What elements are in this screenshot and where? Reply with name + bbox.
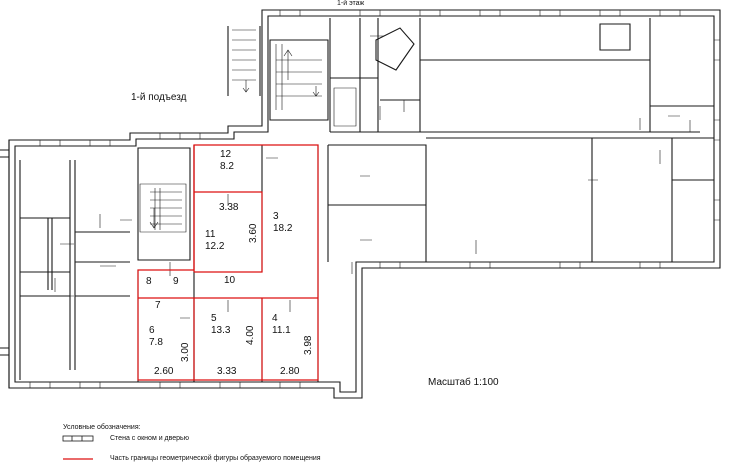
dimension-label: 3.98 <box>303 335 314 355</box>
stair-arrows <box>149 49 320 229</box>
room-number: 11 <box>205 229 216 240</box>
room-number: 10 <box>224 275 236 286</box>
dimension-label: 3.33 <box>217 366 237 377</box>
door-marks <box>54 35 691 319</box>
legend-title: Условные обозначения: <box>63 424 141 431</box>
dimension-label: 3.60 <box>248 223 259 243</box>
window-marks <box>29 10 720 388</box>
legend-item-label: Стена с окном и дверью <box>110 435 189 442</box>
room-area: 13.3 <box>211 325 231 336</box>
room-number: 5 <box>211 313 217 324</box>
room-area: 12.2 <box>205 241 225 252</box>
room-area: 11.1 <box>272 325 291 336</box>
legend-item-label: Часть границы геометрической фигуры обра… <box>110 455 321 462</box>
room-area: 18.2 <box>273 223 293 234</box>
outer-walls <box>0 9 721 399</box>
room-number: 4 <box>272 313 278 324</box>
entrance-label: 1-й подъезд <box>131 92 187 103</box>
room-number: 9 <box>173 276 179 287</box>
room-number: 7 <box>155 300 161 311</box>
room-number: 6 <box>149 325 155 336</box>
dimension-label: 2.60 <box>154 366 174 377</box>
scale-label: Масштаб 1:100 <box>428 377 499 388</box>
room-area: 8.2 <box>220 161 234 172</box>
dimension-label: 3.38 <box>219 202 239 213</box>
dimension-label: 4.00 <box>245 325 256 345</box>
dimension-label: 3.00 <box>180 342 191 362</box>
dimension-label: 2.80 <box>280 366 300 377</box>
room-area: 7.8 <box>149 337 163 348</box>
room-number: 8 <box>146 276 152 287</box>
floor-title: 1-й этаж <box>337 0 365 7</box>
legend-symbols <box>62 435 94 460</box>
premises-boundary <box>137 144 319 381</box>
interior-walls <box>19 18 714 382</box>
room-number: 12 <box>220 149 232 160</box>
room-number: 3 <box>273 211 279 222</box>
